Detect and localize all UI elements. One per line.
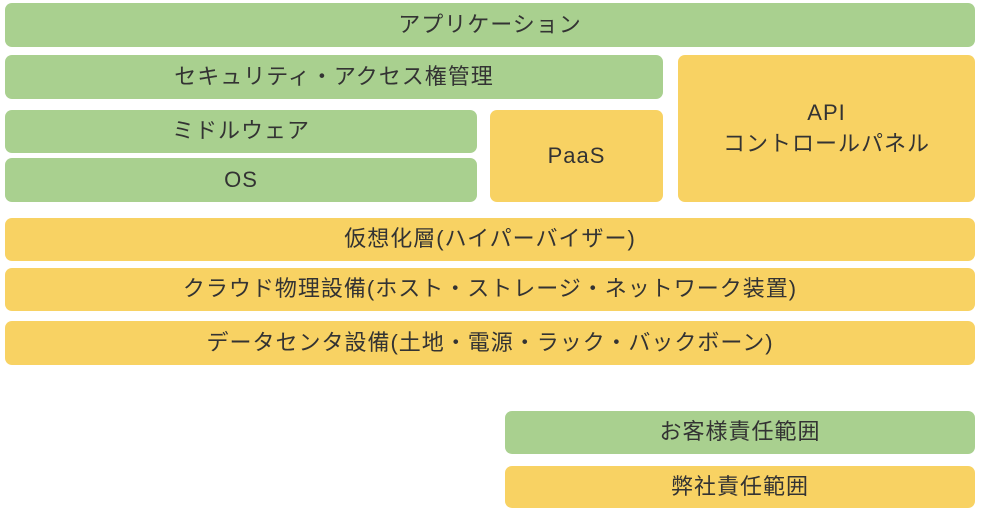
layer-paas: PaaS	[490, 110, 663, 202]
layer-security-label: セキュリティ・アクセス権管理	[174, 63, 494, 89]
layer-datacenter-facilities: データセンタ設備(土地・電源・ラック・バックボーン)	[5, 321, 975, 365]
layer-os: OS	[5, 158, 477, 202]
layer-api-label-line2: コントロールパネル	[722, 130, 930, 156]
layer-middleware: ミドルウェア	[5, 110, 477, 153]
layer-api-label-line1: API	[807, 99, 846, 125]
layer-physical-facilities-label: クラウド物理設備(ホスト・ストレージ・ネットワーク装置)	[182, 276, 798, 302]
layer-application-label: アプリケーション	[398, 11, 582, 37]
legend-customer-responsibility: お客様責任範囲	[505, 411, 975, 454]
layer-virtualization: 仮想化層(ハイパーバイザー)	[5, 218, 975, 261]
layer-virtualization-label: 仮想化層(ハイパーバイザー)	[344, 226, 636, 252]
legend-company-responsibility: 弊社責任範囲	[505, 466, 975, 508]
layer-physical-facilities: クラウド物理設備(ホスト・ストレージ・ネットワーク装置)	[5, 268, 975, 311]
layer-application: アプリケーション	[5, 3, 975, 47]
legend-company-responsibility-label: 弊社責任範囲	[670, 473, 809, 499]
layer-os-label: OS	[224, 166, 258, 192]
layer-middleware-label: ミドルウェア	[171, 118, 310, 144]
layer-datacenter-facilities-label: データセンタ設備(土地・電源・ラック・バックボーン)	[206, 329, 774, 355]
layer-api-control-panel: API コントロールパネル	[678, 55, 975, 202]
layer-security-access-management: セキュリティ・アクセス権管理	[5, 55, 663, 99]
legend-customer-responsibility-label: お客様責任範囲	[659, 419, 821, 445]
layer-paas-label: PaaS	[547, 142, 606, 168]
